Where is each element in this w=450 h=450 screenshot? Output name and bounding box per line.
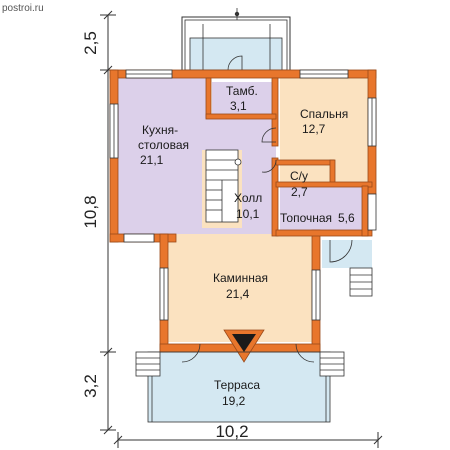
room-vestibule <box>212 82 272 114</box>
door-swings <box>181 127 353 363</box>
label-hall-name: Холл <box>234 191 262 205</box>
side-steps <box>349 267 373 297</box>
label-bathroom-area: 2,7 <box>291 185 308 199</box>
room-boiler <box>280 186 368 230</box>
room-labels: Тамб. 3,1 Спальня 12,7 Кухня- столовая 2… <box>138 84 355 408</box>
label-boiler-name: Топочная <box>280 211 332 225</box>
front-porch <box>181 8 291 74</box>
label-bedroom-area: 12,7 <box>302 122 326 136</box>
dimension-porch-depth: 2,5 <box>81 31 100 55</box>
staircase <box>205 149 242 223</box>
dimension-lines <box>100 10 383 448</box>
windows <box>109 69 377 321</box>
dimension-house-depth: 10,8 <box>81 195 100 228</box>
dimension-width: 10,2 <box>215 422 248 441</box>
label-terrace-area: 19,2 <box>222 394 246 408</box>
room-fireplace <box>168 234 312 342</box>
label-boiler-area: 5,6 <box>338 211 355 225</box>
label-vestibule-area: 3,1 <box>230 99 247 113</box>
label-bathroom-name: С/у <box>290 169 308 183</box>
fireplace <box>223 329 265 363</box>
terrace-structure <box>135 351 345 423</box>
label-kitchen-area: 21,1 <box>140 153 164 167</box>
dimension-terrace-depth: 3,2 <box>81 374 100 398</box>
label-terrace-name: Терраса <box>214 378 260 392</box>
label-bedroom-name: Спальня <box>300 107 348 121</box>
label-vestibule-name: Тамб. <box>226 84 258 98</box>
label-kitchen-name-1: Кухня- <box>142 123 178 137</box>
label-fireplace-name: Каминная <box>213 271 268 285</box>
label-kitchen-name-2: столовая <box>138 138 189 152</box>
label-fireplace-area: 21,4 <box>226 287 250 301</box>
label-hall-area: 10,1 <box>236 207 260 221</box>
watermark: postroi.ru <box>2 3 44 14</box>
room-terrace <box>148 352 330 422</box>
